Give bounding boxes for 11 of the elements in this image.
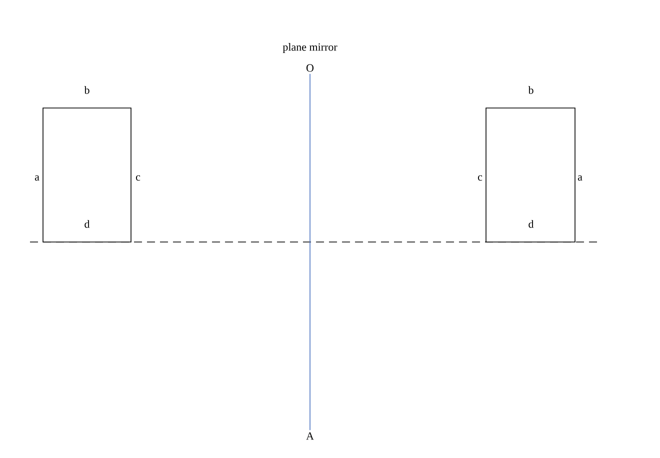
side-label: c <box>136 175 140 181</box>
point-label: O <box>306 64 314 72</box>
side-label: d <box>528 220 534 228</box>
side-label: d <box>84 220 90 228</box>
point-label: A <box>306 432 314 440</box>
mirror-label: plane mirror <box>282 43 338 53</box>
side-label: c <box>478 175 482 181</box>
side-label: b <box>528 86 534 94</box>
side-label: a <box>34 175 40 181</box>
side-label: a <box>578 175 582 181</box>
side-label: b <box>84 86 90 94</box>
